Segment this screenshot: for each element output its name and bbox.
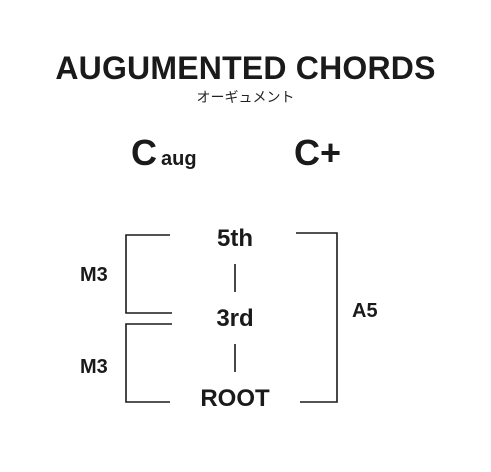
a5-bracket bbox=[296, 232, 338, 403]
interval-upper-m3: M3 bbox=[80, 264, 108, 286]
note-root: ROOT bbox=[200, 385, 270, 412]
chord-symbol-caug-root: C bbox=[131, 132, 157, 173]
chord-title: AUGUMENTED CHORDS bbox=[55, 50, 436, 86]
chord-subtitle: オーギュメント bbox=[196, 90, 295, 106]
interval-outer-a5: A5 bbox=[352, 300, 378, 322]
note-fifth: 5th bbox=[217, 225, 253, 252]
upper-m3-bracket bbox=[125, 234, 172, 314]
chord-symbol-caug-suffix: aug bbox=[161, 148, 197, 170]
lower-m3-bracket bbox=[125, 323, 172, 403]
interval-lower-m3: M3 bbox=[80, 356, 108, 378]
note-third: 3rd bbox=[216, 305, 254, 332]
chord-symbol-cplus: C+ bbox=[294, 132, 342, 173]
